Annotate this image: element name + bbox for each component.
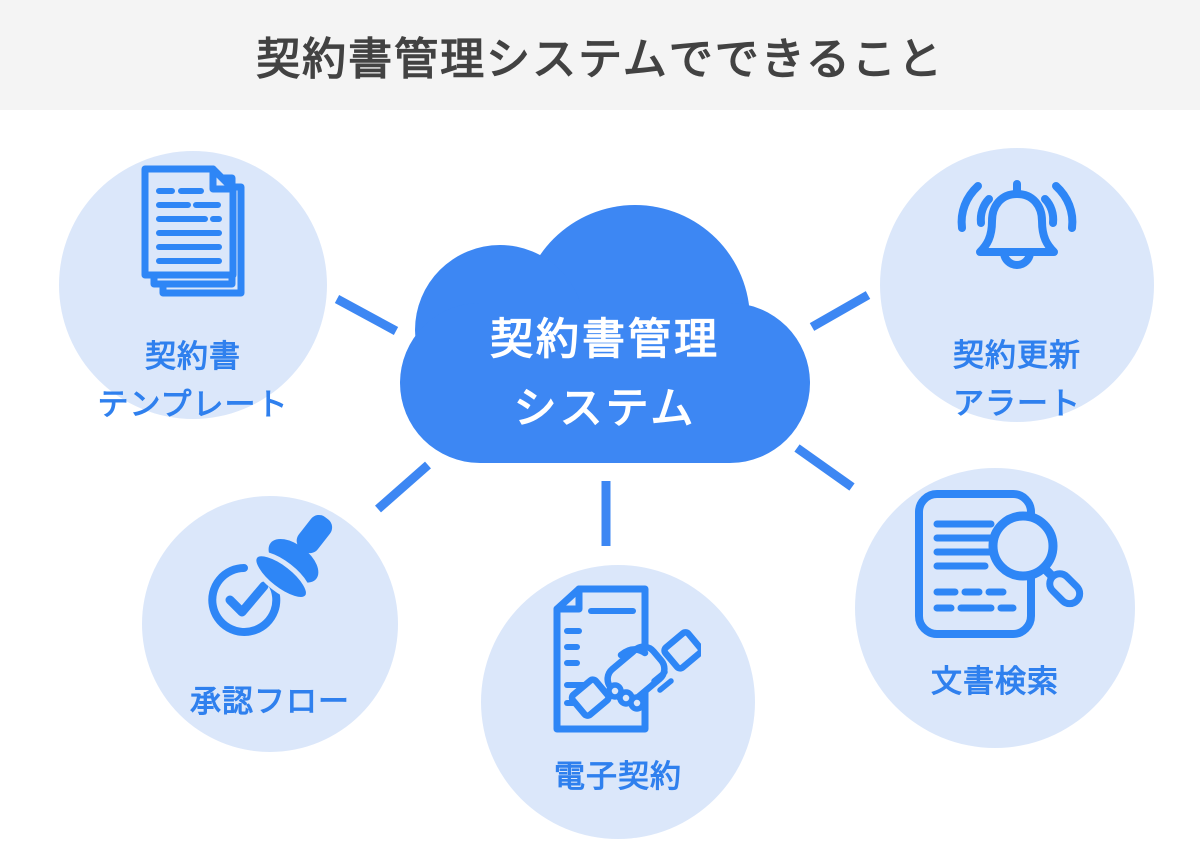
header-bar: 契約書管理システムでできること [0,0,1200,110]
feature-label: 契約書 テンプレート [97,339,289,423]
connector-alert [809,291,871,331]
feature-e-contract: 電子契約 [481,565,755,839]
document-search-icon [915,490,1084,638]
cloud-icon [400,205,810,463]
bell-icon [957,180,1077,269]
feature-label: 契約更新 アラート [953,338,1081,422]
feature-renewal-alert: 契約更新 アラート [880,148,1154,422]
stamp-check-icon [208,514,333,636]
connector-approval [375,461,431,513]
connector-template [334,295,399,335]
feature-contract-template: 契約書 テンプレート [59,151,327,422]
feature-label: 電子契約 [554,759,682,794]
feature-label: 承認フロー [190,684,350,719]
cloud-title-line1: 契約書管理 [490,316,720,364]
handshake-document-icon [553,585,701,733]
feature-document-search: 文書検索 [855,468,1135,748]
cloud-title-line2: システム [513,384,697,433]
feature-label: 文書検索 [931,664,1059,699]
document-stack-icon [141,165,245,297]
page-title: 契約書管理システムでできること [256,35,944,84]
feature-approval-flow: 承認フロー [142,496,398,752]
cloud-title: 契約書管理 システム [395,306,815,444]
